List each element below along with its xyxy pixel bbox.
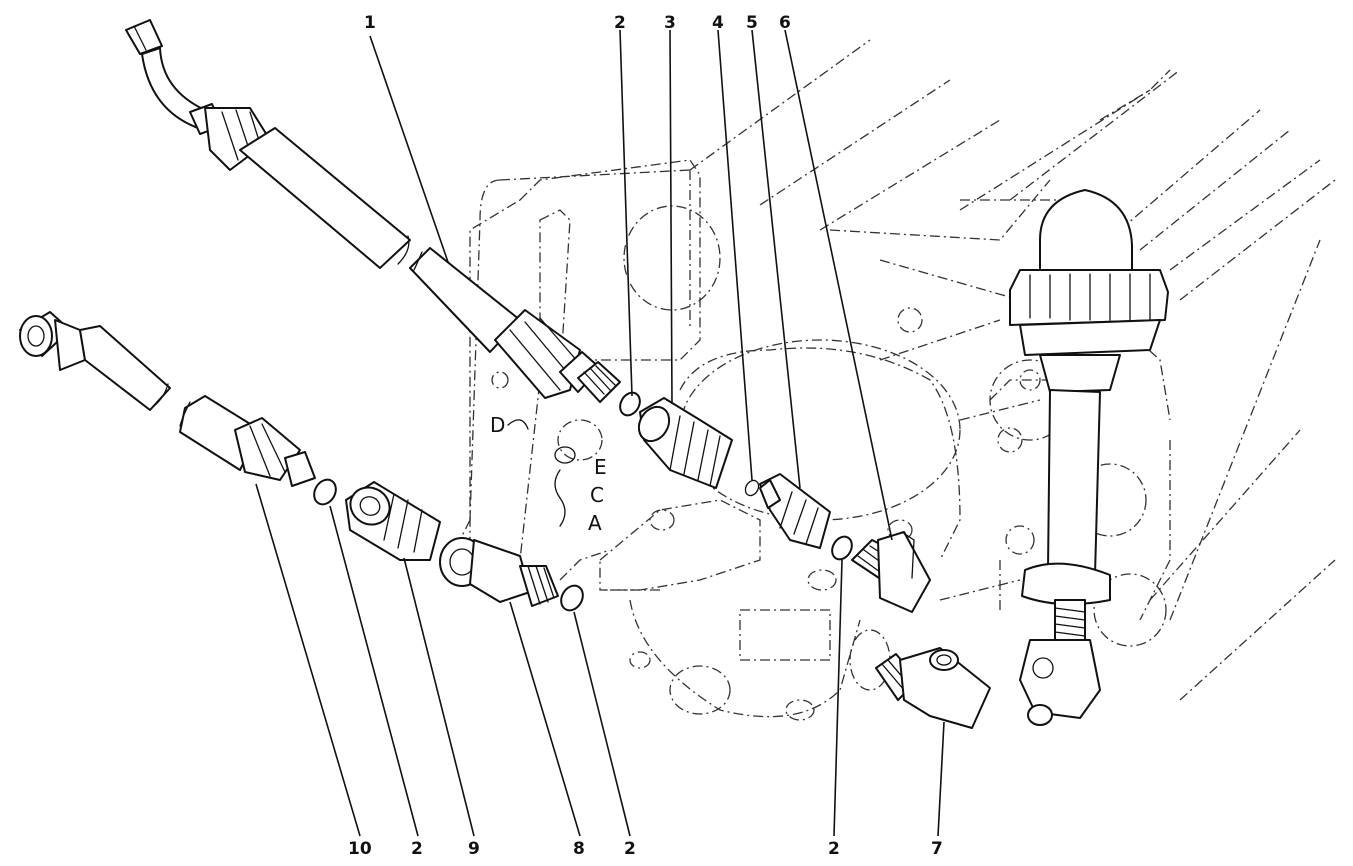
- part-9-union-lower: [345, 481, 441, 561]
- o-rings-part-2: [313, 391, 853, 612]
- part-6-elbow-upper: [851, 531, 931, 613]
- casting-mark-e: E: [594, 455, 607, 479]
- o-ring-lower-left: [313, 478, 337, 506]
- callout-2-bottom-a: 2: [411, 839, 423, 859]
- callout-2-top: 2: [614, 13, 626, 33]
- casting-marks: D E C A: [490, 413, 607, 535]
- callout-labels-top: 1 2 3 4 5 6: [364, 13, 791, 33]
- callout-labels-bottom: 10 2 9 8 2 2 7: [348, 839, 943, 859]
- callout-1: 1: [364, 13, 376, 33]
- casting-mark-d: D: [490, 413, 505, 437]
- callout-10: 10: [348, 839, 372, 859]
- callout-9: 9: [468, 839, 480, 859]
- callout-6: 6: [779, 13, 791, 33]
- o-ring-lower-middle: [560, 584, 584, 612]
- part-10-lower-fuel-pipe: [19, 311, 316, 487]
- injector-assembly: [1009, 189, 1169, 726]
- part-5-valve: [759, 473, 831, 549]
- part-1-upper-fuel-pipe: [125, 19, 621, 403]
- o-ring-small-part-4: [744, 479, 760, 497]
- callout-8: 8: [573, 839, 585, 859]
- callout-2-bottom-c: 2: [828, 839, 840, 859]
- o-ring-upper: [619, 391, 641, 417]
- casting-mark-a: A: [588, 511, 602, 535]
- callout-4: 4: [712, 13, 724, 33]
- callout-3: 3: [664, 13, 676, 33]
- callout-5: 5: [746, 13, 758, 33]
- part-3-union-upper: [637, 397, 733, 489]
- part-7-elbow-lower: [875, 647, 991, 729]
- part-8-banjo-fitting: [439, 537, 559, 607]
- callout-7: 7: [931, 839, 943, 859]
- casting-mark-c: C: [590, 483, 604, 507]
- callout-2-bottom-b: 2: [624, 839, 636, 859]
- engine-housing-phantom: [459, 39, 1336, 721]
- leader-lines: [255, 29, 945, 837]
- o-ring-right: [831, 535, 853, 561]
